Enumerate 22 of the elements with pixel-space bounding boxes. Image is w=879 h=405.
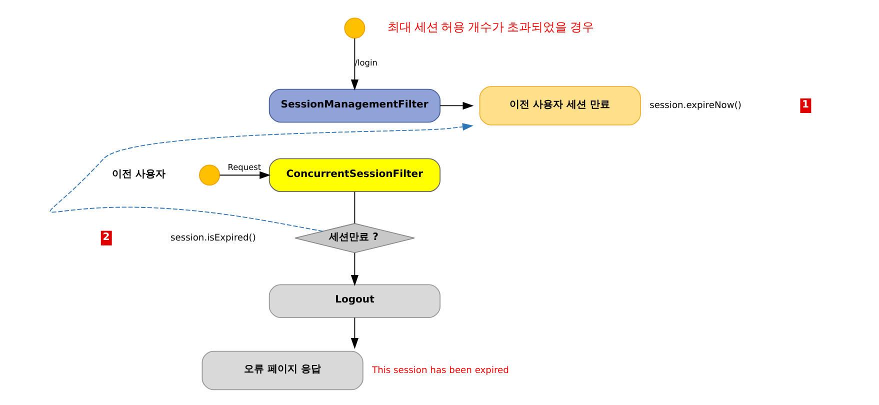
edge-label: /login — [354, 58, 377, 68]
node-box: ConcurrentSessionFilter — [268, 158, 440, 192]
edge-label: Request — [227, 162, 261, 172]
node-label: This session has been expired — [372, 366, 508, 376]
label: 2 — [102, 232, 110, 243]
label: session.isExpired() — [170, 233, 256, 244]
node-label: 이전 사용자 — [111, 168, 165, 180]
connector — [354, 191, 355, 224]
node-label: session.expireNow() — [649, 101, 741, 112]
node-circle — [344, 18, 365, 39]
node-box: Logout — [268, 284, 440, 318]
arrow — [350, 317, 358, 349]
label: 1 — [802, 99, 809, 110]
arrow — [218, 171, 270, 179]
arrow — [350, 38, 358, 90]
node-circle — [198, 164, 220, 186]
label: 최대 세션 허용 개수가 초과되었을 경우 — [386, 20, 594, 34]
node-diamond: 세션만료 ? — [294, 223, 414, 254]
arrow — [439, 102, 474, 110]
arrow — [350, 252, 358, 286]
node-box: SessionManagementFilter — [268, 88, 440, 123]
arrow — [49, 123, 473, 232]
